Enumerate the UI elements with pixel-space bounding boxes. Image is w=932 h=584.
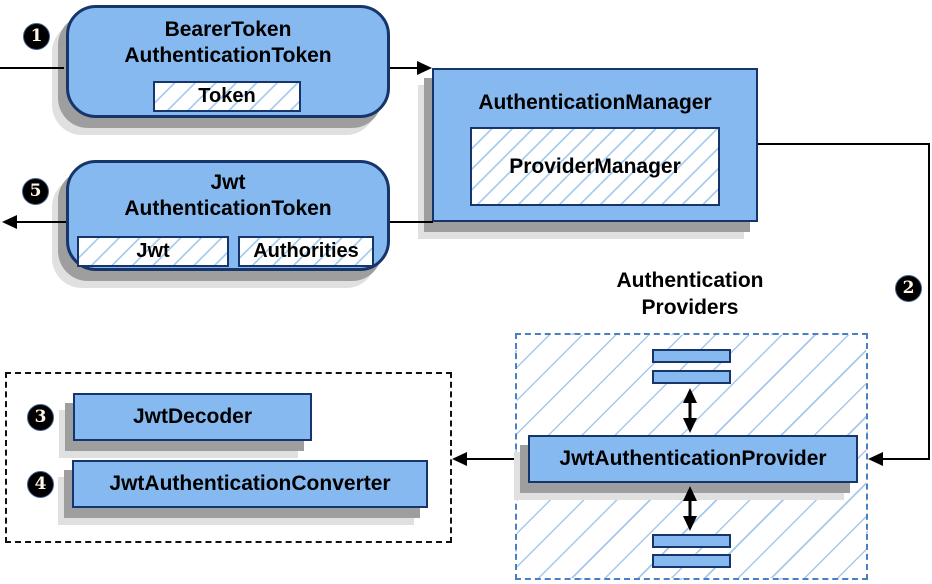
step-badge-1-number: 1 [30,26,43,46]
connector-bearer-to-manager [390,61,432,75]
jwt-authentication-converter-node: JwtAuthenticationConverter [72,460,428,508]
step-badge-5: 5 [22,178,49,205]
connector-jwt-token-out [2,215,66,229]
token-inner-box: Token [153,81,301,112]
jwt-decoder-label: JwtDecoder [132,405,253,428]
step-badge-5-number: 5 [29,181,42,201]
authorities-inner-label: Authorities [253,240,359,262]
bearer-token-node-title: BearerToken AuthenticationToken [69,8,387,69]
bearer-token-title-line2: AuthenticationToken [124,44,332,67]
jwt-authentication-token-node: Jwt AuthenticationToken Jwt Authorities [66,160,390,271]
provider-manager-label: ProviderManager [509,154,681,178]
step-badge-4: 4 [27,471,54,498]
jwt-authentication-converter-label: JwtAuthenticationConverter [109,472,391,495]
step-badge-4-number: 4 [34,474,47,494]
step-badge-2: 2 [895,275,922,302]
jwt-authentication-provider-node: JwtAuthenticationProvider [528,435,858,483]
connector-provider-to-decoder-zone [452,452,514,466]
jwt-decoder-node: JwtDecoder [73,393,312,441]
jwt-token-title-line1: Jwt [210,171,246,194]
authorities-inner-box: Authorities [238,236,374,267]
authentication-providers-label-line1: Authentication [616,269,764,292]
provider-placeholder-bar [652,370,731,384]
authentication-manager-node: AuthenticationManager ProviderManager [432,68,758,222]
provider-placeholder-bar [652,534,731,548]
authentication-providers-label-line2: Providers [641,296,739,319]
token-inner-label: Token [198,85,256,107]
authentication-providers-label: Authentication Providers [540,267,840,321]
arrowhead-left-icon [452,452,467,466]
jwt-processing-zone [5,372,452,543]
step-badge-3: 3 [27,404,54,431]
jwt-token-node-title: Jwt AuthenticationToken [69,163,387,222]
arrowhead-left-icon [868,452,883,466]
step-badge-3-number: 3 [34,407,47,427]
step-badge-2-number: 2 [902,278,915,298]
step-badge-1: 1 [23,23,50,50]
jwt-inner-box: Jwt [77,236,229,267]
bearer-token-authentication-token-node: BearerToken AuthenticationToken Token [66,5,390,118]
arrowhead-left-icon [2,215,17,229]
provider-manager-inner-box: ProviderManager [470,127,720,206]
jwt-authentication-provider-label: JwtAuthenticationProvider [559,447,827,470]
jwt-inner-label: Jwt [136,240,170,262]
jwt-token-title-line2: AuthenticationToken [124,197,332,220]
authentication-manager-title: AuthenticationManager [478,91,712,114]
provider-placeholder-bar [652,349,731,363]
arrowhead-right-icon [417,61,432,75]
provider-placeholder-bar [652,554,731,568]
bearer-token-title-line1: BearerToken [164,18,292,41]
